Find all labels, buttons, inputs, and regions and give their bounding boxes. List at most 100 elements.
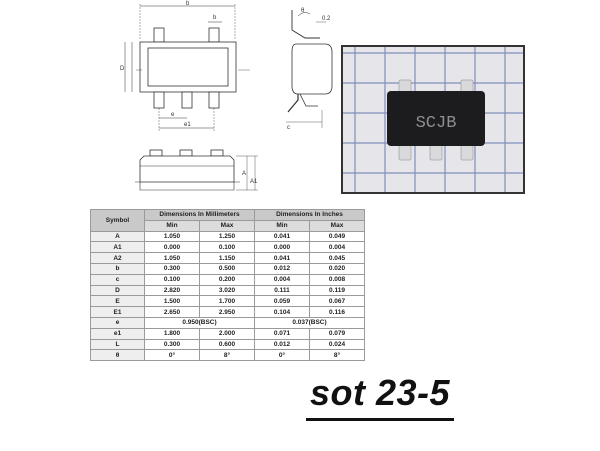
cell-mm-min: 1.050: [144, 252, 200, 264]
cell-symbol: A2: [90, 252, 145, 264]
cell-symbol: A1: [90, 241, 145, 254]
cell-mm-min: 0.100: [144, 273, 200, 286]
cell-in-min: 0°: [254, 349, 310, 362]
table-header-row: Symbol Dimensions In Millimeters Dimensi…: [90, 209, 365, 232]
table-subheader-row: Min Max Min Max: [91, 219, 365, 232]
cell-in-min: 0.111: [254, 284, 310, 297]
label-0-2: 0.2: [322, 16, 331, 22]
cell-in-max: 0.024: [309, 338, 365, 351]
cell-in-min: 0.059: [254, 295, 310, 308]
cell-mm-min: 1.050: [144, 230, 200, 243]
cell-in-max: 0.004: [309, 241, 365, 254]
cell-in-max: 0.049: [309, 230, 365, 243]
cell-mm-min: 2.650: [144, 306, 200, 318]
chip-body: [387, 91, 485, 146]
cell-in-min: 0.041: [254, 252, 310, 264]
cell-symbol: L: [90, 338, 145, 351]
cell-symbol: e1: [90, 327, 145, 340]
header-millimeters: Dimensions In Millimeters: [144, 209, 255, 221]
cell-in-min: 0.000: [254, 241, 310, 254]
cell-mm-max: 0.500: [199, 262, 255, 275]
cell-symbol: D: [90, 284, 145, 297]
cell-in-min: 0.041: [254, 230, 310, 243]
cell-symbol: E1: [90, 306, 145, 318]
cell-mm-min: 0°: [144, 349, 200, 362]
cell-symbol: c: [90, 273, 145, 286]
cell-mm-max: 0.100: [199, 241, 255, 254]
cell-in-max: 0.116: [309, 306, 365, 318]
cell-in-min: 0.104: [254, 306, 310, 318]
cell-mm-max: 1.250: [199, 230, 255, 243]
cell-in-max: 0.008: [309, 273, 365, 286]
cell-symbol: b: [90, 262, 145, 275]
label-c: c: [287, 125, 290, 131]
header-mm-max: Max: [199, 219, 255, 232]
cell-in-min: 0.071: [254, 327, 310, 340]
cell-mm-max: 1.700: [199, 295, 255, 308]
dimensions-table: Symbol Dimensions In Millimeters Dimensi…: [90, 209, 365, 362]
label-b: b: [186, 1, 190, 7]
header-mm-min: Min: [144, 219, 200, 232]
label-e1: e1: [184, 122, 191, 128]
cell-mm-max: 3.020: [199, 284, 255, 297]
cell-mm-max: 1.150: [199, 252, 255, 264]
cell-in-max: 0.045: [309, 252, 365, 264]
cell-in-min: 0.004: [254, 273, 310, 286]
top-view-drawing: [124, 4, 250, 132]
cell-mm-min: 0.300: [144, 338, 200, 351]
package-drawings: b b D e e1 θ 0.2 c A A1: [120, 1, 333, 191]
cell-in-max: 0.020: [309, 262, 365, 275]
cell-symbol: E: [90, 295, 145, 308]
header-symbol: Symbol: [90, 209, 145, 232]
chip-marking: SCJB: [416, 114, 457, 133]
cell-mm-min: 0.000: [144, 241, 200, 254]
label-a1: A1: [250, 179, 258, 185]
cell-in-bsc: 0.037(BSC): [254, 316, 365, 329]
header-inches: Dimensions In Inches: [254, 209, 365, 221]
grid-paper-image: SCJB: [343, 47, 523, 192]
cell-symbol: θ: [90, 349, 145, 362]
header-in-max: Max: [309, 219, 365, 232]
cell-symbol: e: [90, 316, 145, 329]
cell-mm-max: 0.600: [199, 338, 255, 351]
cell-mm-min: 1.500: [144, 295, 200, 308]
component-photo: SCJB: [341, 45, 525, 194]
package-title: sot 23-5: [310, 372, 451, 413]
header-in-min: Min: [254, 219, 310, 232]
cell-in-min: 0.012: [254, 262, 310, 275]
cell-mm-max: 0.200: [199, 273, 255, 286]
label-e: e: [171, 112, 175, 118]
label-theta: θ: [301, 8, 305, 14]
cell-mm-max: 2.000: [199, 327, 255, 340]
label-a: A: [242, 171, 246, 177]
cell-in-max: 0.079: [309, 327, 365, 340]
label-d: D: [120, 66, 125, 72]
cell-mm-min: 0.300: [144, 262, 200, 275]
cell-in-max: 0.067: [309, 295, 365, 308]
title-underline: [306, 418, 454, 421]
cell-mm-min: 1.800: [144, 327, 200, 340]
cell-mm-bsc: 0.950(BSC): [144, 316, 255, 329]
cell-in-max: 0.119: [309, 284, 365, 297]
cell-symbol: A: [90, 230, 145, 243]
side-view-drawing: [286, 10, 333, 128]
front-view-drawing: [135, 149, 258, 191]
cell-in-max: 8°: [309, 349, 365, 362]
cell-in-min: 0.012: [254, 338, 310, 351]
cell-mm-max: 8°: [199, 349, 255, 362]
label-b-small: b: [213, 15, 217, 21]
cell-mm-max: 2.950: [199, 306, 255, 318]
